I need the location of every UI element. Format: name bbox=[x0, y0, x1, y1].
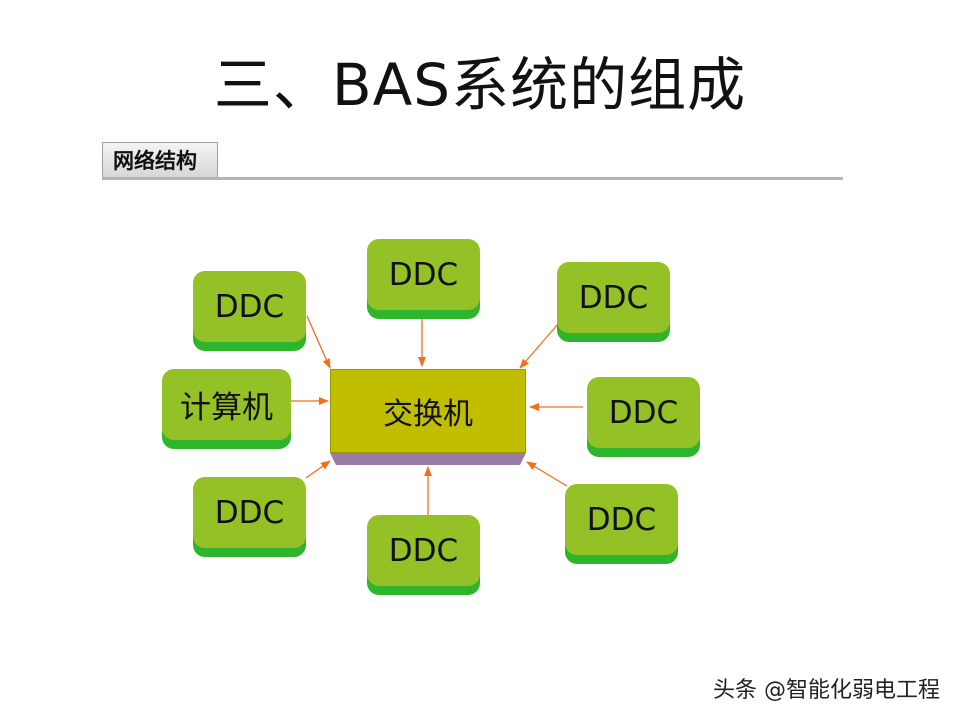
ddc-node-top-left: DDC bbox=[193, 271, 306, 342]
arrow-ddc-bottom-left bbox=[305, 460, 331, 479]
ddc-node-right: DDC bbox=[587, 377, 700, 448]
switch-node: 交换机 bbox=[330, 369, 526, 453]
ddc-node-bottom-left: DDC bbox=[193, 477, 306, 548]
section-tab: 网络结构 bbox=[102, 142, 218, 178]
ddc-node-bottom-right: DDC bbox=[565, 484, 678, 555]
watermark: 头条 @智能化弱电工程 bbox=[713, 678, 940, 703]
arrow-ddc-bottom-right bbox=[526, 461, 568, 487]
switch-base bbox=[330, 453, 526, 465]
slide-title: 三、BAS系统的组成 bbox=[213, 51, 747, 119]
section-rule bbox=[102, 177, 843, 180]
ddc-node-top: DDC bbox=[367, 239, 480, 310]
ddc-node-top-right: DDC bbox=[557, 262, 670, 333]
arrow-ddc-top-left bbox=[306, 315, 331, 369]
arrow-ddc-top-right bbox=[519, 323, 559, 369]
computer-node: 计算机 bbox=[162, 369, 291, 440]
ddc-node-bottom: DDC bbox=[367, 515, 480, 586]
